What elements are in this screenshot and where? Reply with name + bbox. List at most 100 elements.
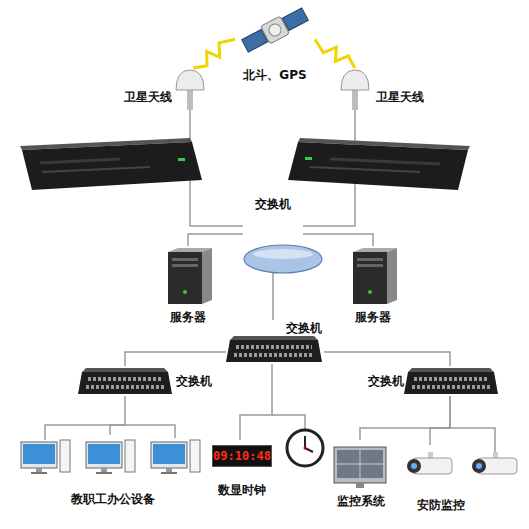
server-node: 服务器 — [160, 246, 215, 326]
server-tower — [168, 252, 202, 304]
server-tower — [357, 264, 383, 267]
wire — [430, 428, 495, 454]
pc-icon — [151, 440, 200, 474]
office-devices: 教职工办公设备 — [20, 435, 205, 508]
monitor-screen — [337, 464, 383, 465]
switch-device — [414, 377, 488, 381]
node-label: 北斗、GPS — [235, 68, 315, 82]
time-server-rack — [330, 159, 440, 164]
pc-icon — [88, 444, 120, 464]
network-cable — [110, 396, 125, 435]
time-server-rack — [305, 157, 312, 160]
wire — [45, 425, 175, 440]
camera-icon — [472, 452, 517, 474]
camera-icon — [407, 452, 452, 474]
pc-icon — [23, 444, 55, 464]
camera-icon — [411, 463, 417, 469]
server-tower — [357, 258, 383, 261]
switch-device — [404, 368, 498, 394]
pc-icon — [151, 442, 187, 468]
pc-icon — [21, 442, 57, 468]
time-server-rack — [178, 158, 185, 161]
server-node: 服务器 — [345, 246, 400, 326]
pc-icon — [96, 472, 112, 474]
server-tower — [172, 258, 198, 261]
node-label: 监控系统 — [330, 494, 392, 508]
node-label: 交换机 — [243, 197, 303, 211]
antenna-node: 卫星天线 — [110, 68, 208, 110]
node-label: 数显时钟 — [207, 483, 277, 497]
switch-node: 交换机 — [80, 366, 218, 396]
switch-device — [82, 368, 168, 372]
switch-device — [88, 377, 162, 381]
switch-device — [226, 336, 322, 362]
node-label: 服务器 — [160, 310, 215, 324]
server-tower — [168, 248, 212, 304]
antenna-dome — [176, 70, 204, 90]
pc-icon — [36, 468, 42, 472]
server-tower — [202, 248, 212, 304]
satellite-icon — [240, 5, 309, 55]
network-cable — [125, 352, 226, 366]
time-server-rack — [20, 138, 202, 190]
camera-icon — [476, 463, 482, 469]
switch-device — [404, 372, 498, 394]
antenna-dome — [341, 70, 369, 110]
node-label: 交换机 — [176, 374, 218, 388]
switch-ellipse-outline — [253, 249, 313, 259]
switch-ellipse-outline — [243, 243, 323, 275]
signal-bolt — [193, 39, 235, 68]
node-label: 安防监控 — [405, 498, 477, 512]
analog-clock — [304, 436, 306, 448]
satellite-node: 北斗、GPS — [235, 8, 315, 86]
node-label: 交换机 — [286, 321, 324, 335]
switch-device — [226, 340, 322, 362]
server-tower — [353, 248, 397, 304]
node-label: 交换机 — [368, 374, 408, 388]
switch-device — [78, 368, 172, 394]
switch-ellipse: 交换机 — [243, 197, 303, 248]
antenna-dome — [176, 70, 204, 110]
monitor-node: 监控系统 — [330, 440, 392, 510]
switch-device — [412, 385, 490, 389]
switch-node: 交换机 — [368, 366, 496, 396]
time-server-rack — [42, 167, 150, 172]
monitor-screen — [356, 483, 364, 488]
time-server-rack — [288, 142, 468, 190]
clock-display: 09:10:48 — [212, 445, 272, 467]
server-tower — [368, 290, 372, 294]
network-cable — [188, 234, 243, 246]
monitor-screen — [334, 447, 386, 488]
analog-clock — [287, 430, 323, 466]
analog-clock — [287, 430, 323, 466]
pc-icon — [60, 440, 70, 472]
node-label: 教职工办公设备 — [20, 492, 205, 506]
node-label: 卫星天线 — [110, 90, 172, 104]
pc-icon — [190, 440, 200, 472]
monitor-screen — [337, 450, 383, 478]
digital-clock: 09:10:48数显时钟 — [212, 440, 272, 500]
server-tower — [172, 264, 198, 267]
server-tower — [387, 248, 397, 304]
monitor-screen — [334, 447, 386, 483]
pc-icon — [31, 472, 47, 474]
camera-icon — [472, 459, 486, 473]
switch-node: 交换机 — [226, 320, 324, 364]
switch-device — [86, 385, 164, 389]
server-tower — [353, 252, 387, 304]
time-server-rack — [40, 159, 120, 163]
switch-device — [78, 372, 172, 394]
pc-icon — [86, 442, 122, 468]
pc-icon — [125, 440, 135, 472]
signal-bolt — [315, 39, 355, 68]
satellite-icon — [267, 22, 283, 38]
switch-device — [234, 353, 314, 357]
server-tower — [183, 290, 187, 294]
pc-icon — [101, 468, 107, 472]
camera-icon — [407, 459, 421, 473]
camera-node: 安防监控 — [405, 445, 525, 515]
wire — [272, 415, 305, 430]
switch-device — [408, 368, 494, 372]
time-server-rack — [310, 167, 420, 172]
